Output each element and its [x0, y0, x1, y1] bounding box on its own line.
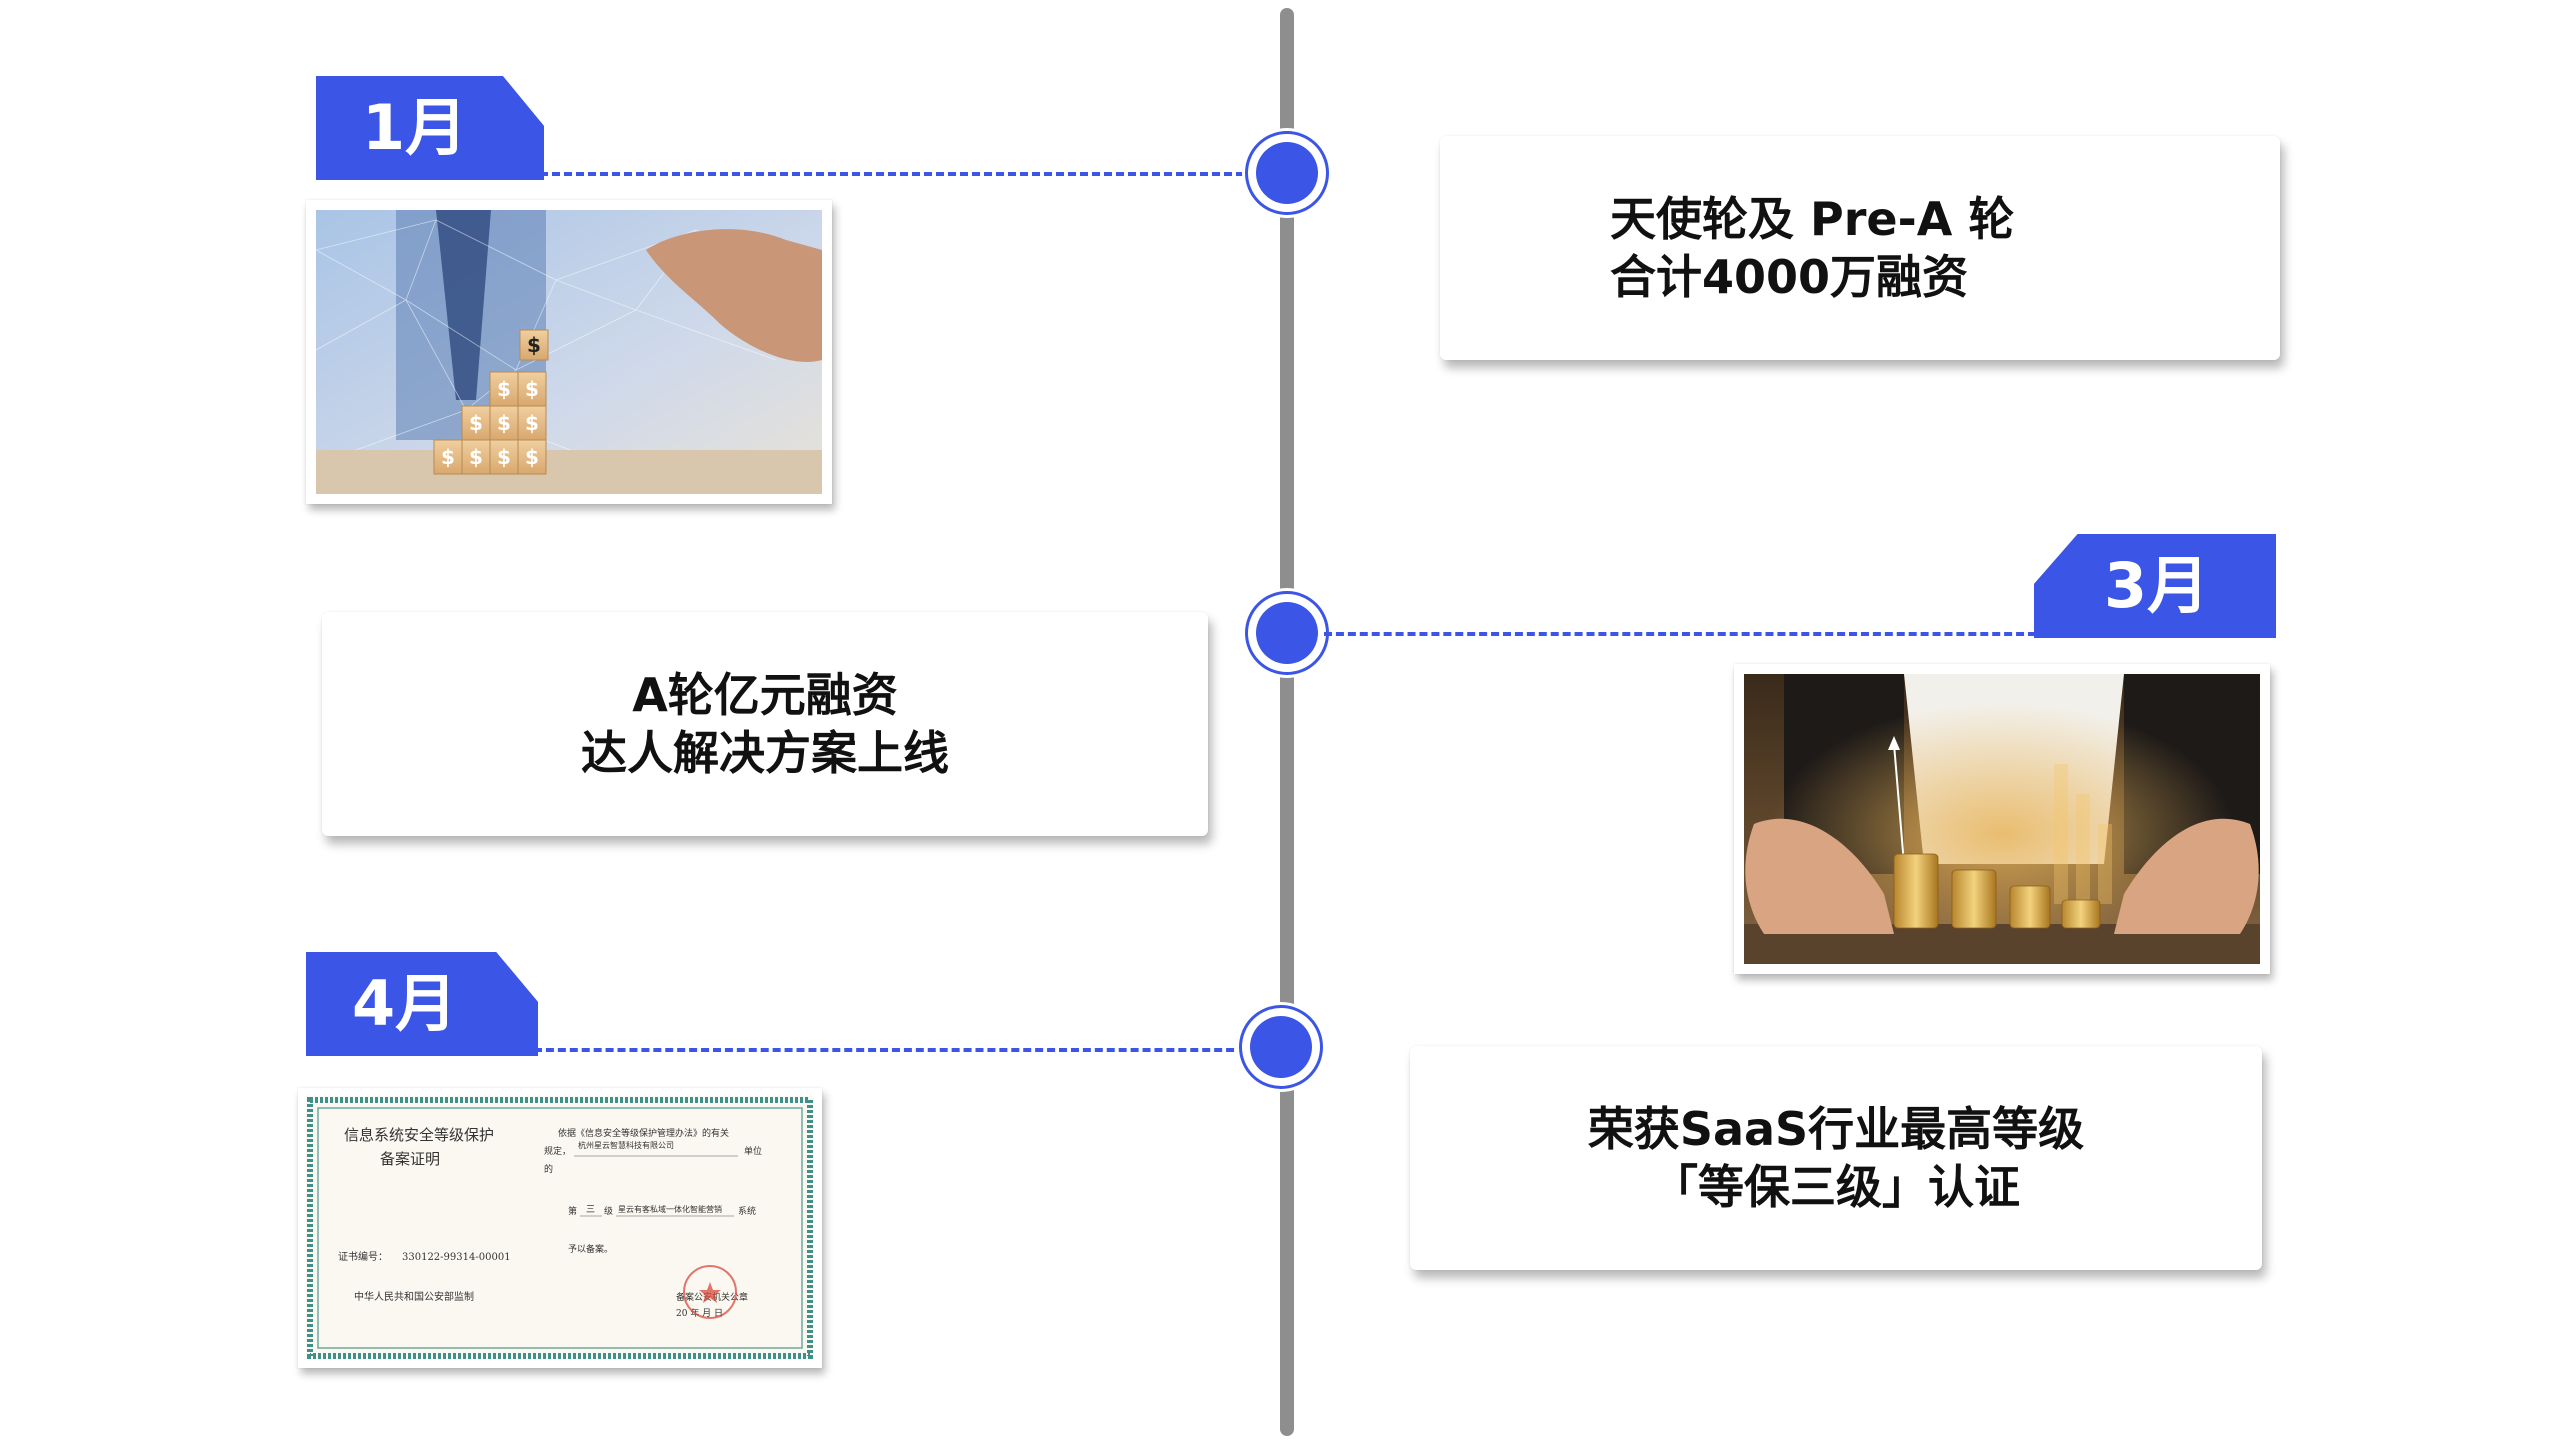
svg-text:$: $ [497, 411, 511, 435]
svg-text:$: $ [525, 445, 539, 469]
event-card-3: 荣获SaaS行业最高等级 「等保三级」认证 [1410, 1046, 2262, 1270]
svg-text:信息系统安全等级保护: 信息系统安全等级保护 [344, 1126, 494, 1144]
connector-2 [1324, 632, 2036, 636]
svg-text:$: $ [525, 411, 539, 435]
svg-text:330122-99314-00001: 330122-99314-00001 [402, 1252, 511, 1263]
event-line-3b: 「等保三级」认证 [1652, 1160, 2020, 1214]
svg-text:杭州星云智慧科技有限公司: 杭州星云智慧科技有限公司 [578, 1140, 674, 1150]
certificate-photo: 信息系统安全等级保护 备案证明 依据《信息安全等级保护管理办法》的有关 规定， … [298, 1088, 822, 1368]
month-tag-1: 1月 [316, 76, 544, 180]
svg-text:证书编号：: 证书编号： [338, 1250, 388, 1263]
event-line-1a: 天使轮及 Pre-A 轮 [1610, 192, 2015, 246]
month-tag-2: 3月 [2034, 534, 2276, 638]
svg-text:$: $ [469, 411, 483, 435]
svg-text:予以备案。: 予以备案。 [568, 1243, 613, 1255]
event-line-2b: 达人解决方案上线 [581, 726, 949, 780]
timeline-node-3 [1236, 1002, 1326, 1092]
event-line-2a: A轮亿元融资 [632, 668, 898, 722]
svg-text:$: $ [441, 445, 455, 469]
connector-1 [540, 172, 1256, 176]
coin-blocks-photo: $ $ $ $ $ $ $ $ $ $ [306, 200, 832, 504]
svg-text:星云有客私域一体化智能营销: 星云有客私域一体化智能营销 [618, 1204, 722, 1214]
timeline-axis [1280, 8, 1294, 1436]
month-label: 4月 [352, 967, 458, 1040]
event-line-1b: 合计4000万融资 [1610, 250, 1969, 304]
svg-text:备案证明: 备案证明 [380, 1150, 440, 1168]
event-card-1: 天使轮及 Pre-A 轮 合计4000万融资 [1440, 136, 2280, 360]
svg-text:三: 三 [586, 1205, 595, 1215]
svg-text:$: $ [497, 445, 511, 469]
svg-text:中华人民共和国公安部监制: 中华人民共和国公安部监制 [354, 1290, 474, 1303]
svg-text:级: 级 [604, 1205, 613, 1217]
svg-text:20 年 月 日: 20 年 月 日 [676, 1307, 723, 1319]
svg-text:$: $ [469, 445, 483, 469]
svg-text:依据《信息安全等级保护管理办法》的有关: 依据《信息安全等级保护管理办法》的有关 [558, 1127, 729, 1139]
svg-text:$: $ [497, 377, 511, 401]
svg-text:单位: 单位 [744, 1145, 762, 1157]
month-tag-3: 4月 [306, 952, 538, 1056]
svg-text:系统: 系统 [738, 1205, 756, 1217]
timeline-node-1 [1242, 128, 1332, 218]
month-label: 1月 [362, 91, 468, 164]
svg-text:$: $ [527, 333, 541, 357]
svg-text:第: 第 [568, 1205, 577, 1217]
connector-3 [534, 1048, 1246, 1052]
event-line-3a: 荣获SaaS行业最高等级 [1587, 1102, 2085, 1156]
month-label: 3月 [2104, 549, 2210, 622]
svg-text:$: $ [525, 377, 539, 401]
timeline-node-2 [1242, 588, 1332, 678]
hands-coins-photo [1734, 664, 2270, 974]
event-card-2: A轮亿元融资 达人解决方案上线 [322, 612, 1208, 836]
seal-stamp [683, 1265, 737, 1319]
svg-text:规定，: 规定， [544, 1145, 571, 1157]
svg-text:的: 的 [544, 1163, 553, 1175]
